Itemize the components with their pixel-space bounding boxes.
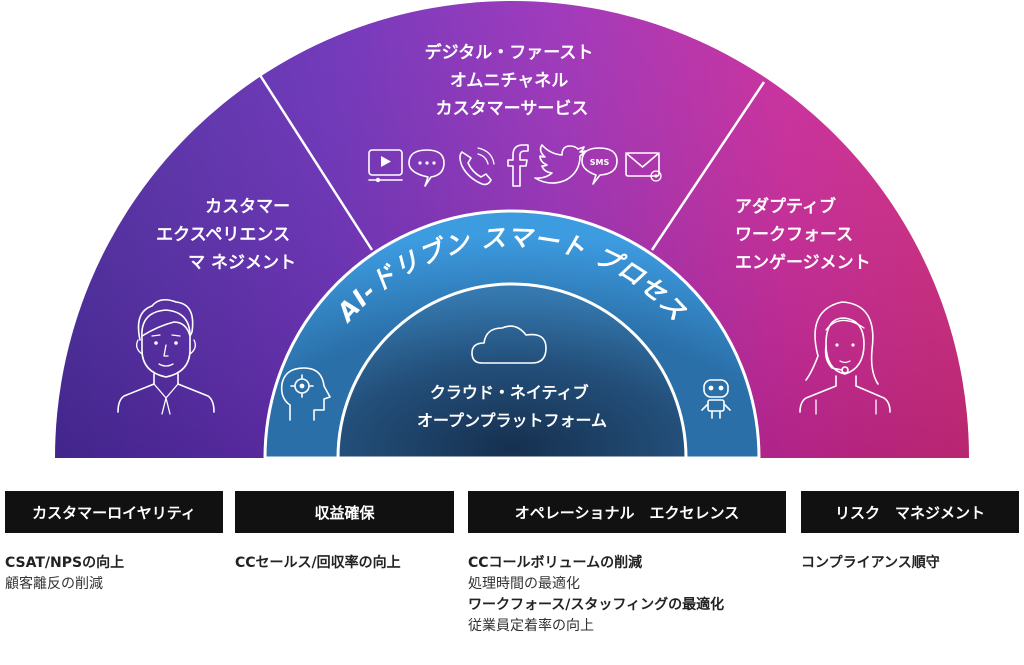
segment-left-text: カスタマー エクスペリエンス マ ネジメント xyxy=(156,197,296,273)
agent-woman-icon xyxy=(799,301,891,415)
robot-icon xyxy=(701,379,731,419)
segment-right-text: アダプティブ ワークフォース エンゲージメント xyxy=(735,196,871,273)
video-icon xyxy=(368,149,403,183)
list-item: CCコールボリュームの削減 xyxy=(468,555,643,571)
phone-icon xyxy=(459,147,495,186)
list-item: CCセールス/回収率の向上 xyxy=(235,555,401,571)
column-revenue: 収益確保 CCセールス/回収率の向上 xyxy=(235,491,454,574)
facebook-icon xyxy=(507,144,529,187)
column-header: 収益確保 xyxy=(235,491,454,533)
column-header: リスク マネジメント xyxy=(801,491,1019,533)
core-disc xyxy=(336,282,688,460)
column-header: オペレーショナル エクセレンス xyxy=(468,491,786,533)
mail-icon xyxy=(625,152,662,182)
chat-icon xyxy=(408,149,445,187)
divider-right xyxy=(650,81,766,251)
list-item: ワークフォース/スタッフィングの最適化 xyxy=(468,597,725,613)
segment-center-text: デジタル・ファースト オムニチャネル カスタマーサービス xyxy=(425,42,600,119)
sms-icon: SMS xyxy=(581,147,618,185)
divider-left xyxy=(256,71,374,251)
column-header: カスタマーロイヤリティ xyxy=(5,491,223,533)
ai-head-gear-icon xyxy=(280,367,331,421)
twitter-icon xyxy=(534,144,586,184)
customer-man-icon xyxy=(117,298,215,415)
core-text: クラウド・ネイティブ オープンプラットフォーム xyxy=(417,383,607,430)
cloud-icon xyxy=(471,325,547,364)
list-item: CSAT/NPSの向上 xyxy=(5,555,125,571)
svg-text:SMS: SMS xyxy=(590,158,610,167)
column-operational-excellence: オペレーショナル エクセレンス CCコールボリュームの削減 処理時間の最適化 ワ… xyxy=(468,491,786,637)
list-item: 従業員定着率の向上 xyxy=(468,618,594,634)
column-risk-management: リスク マネジメント コンプライアンス順守 xyxy=(801,491,1019,574)
process-diagram: AI-ドリブン スマート プロセス カスタマー エクスペリエンス マ ネジメント… xyxy=(55,1,969,460)
list-item: コンプライアンス順守 xyxy=(801,555,940,571)
column-customer-loyalty: カスタマーロイヤリティ CSAT/NPSの向上 顧客離反の削減 xyxy=(5,491,223,595)
list-item: 顧客離反の削減 xyxy=(5,576,103,592)
list-item: 処理時間の最適化 xyxy=(468,576,580,592)
